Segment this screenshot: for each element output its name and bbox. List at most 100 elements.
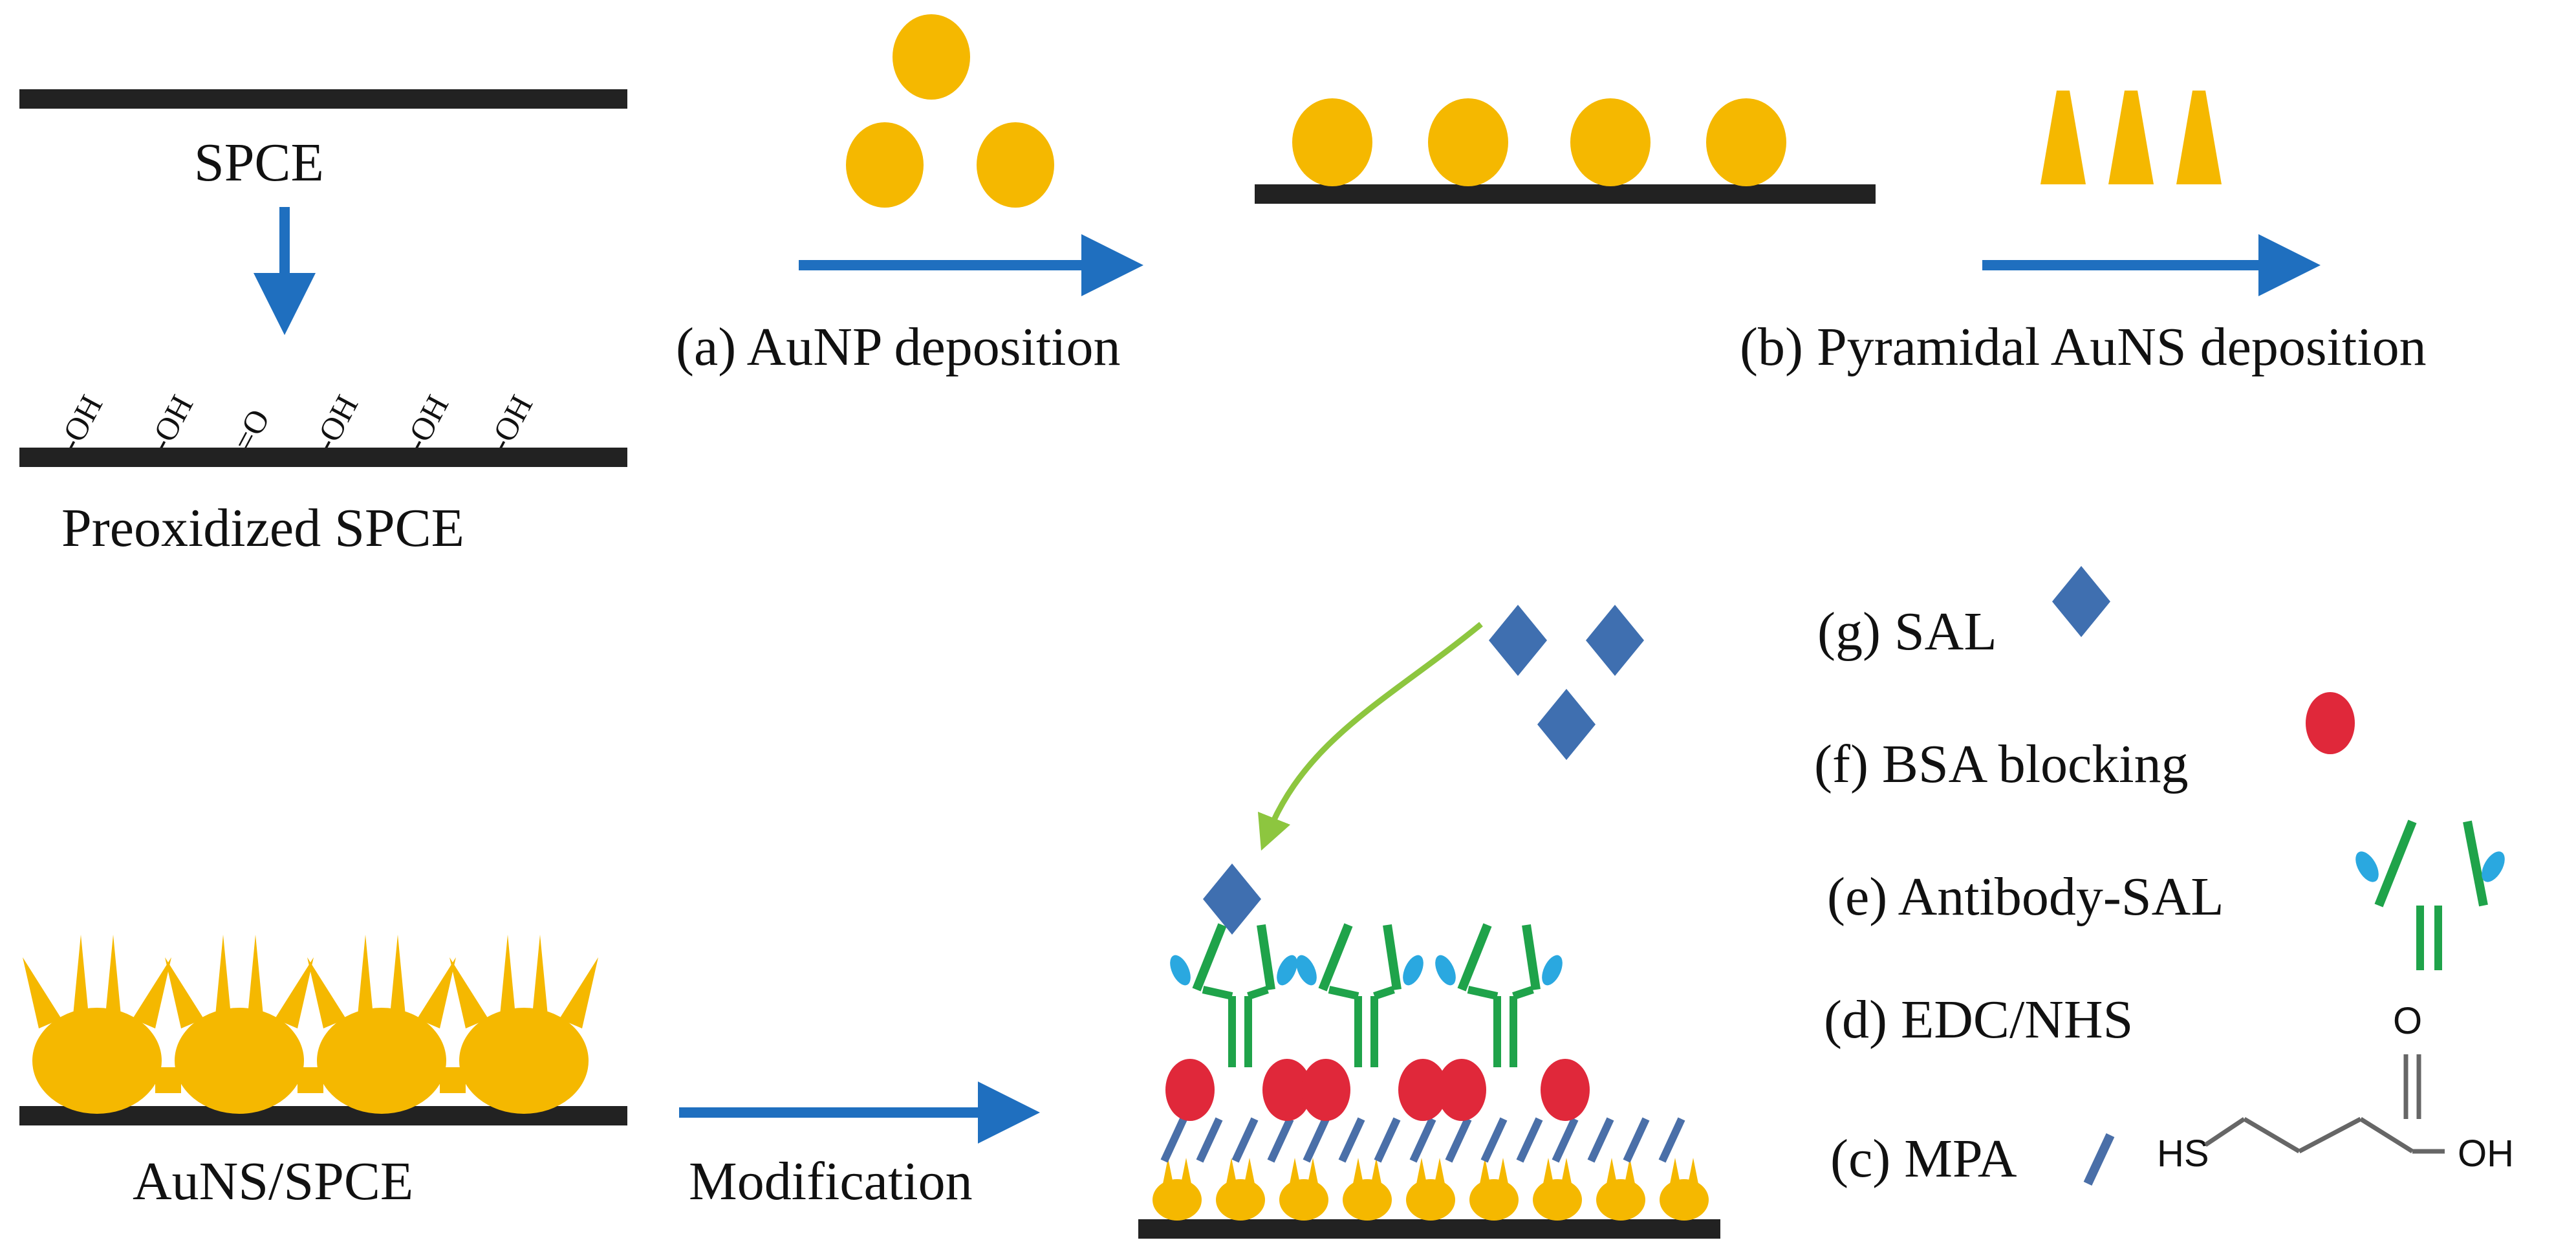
ausns-spike bbox=[499, 935, 516, 1022]
mpa-linker bbox=[1160, 1117, 1187, 1163]
sal-diamond bbox=[1489, 605, 1547, 676]
small-ausns bbox=[1216, 1179, 1265, 1221]
ausns-spike bbox=[105, 935, 122, 1022]
small-ausns bbox=[1660, 1179, 1709, 1221]
antibody-arm bbox=[1383, 924, 1402, 991]
small-ausns-spike bbox=[1498, 1158, 1508, 1184]
sal-diamond bbox=[1537, 689, 1596, 760]
antibody-hinge bbox=[1467, 986, 1499, 1000]
small-ausns-spike bbox=[1561, 1158, 1572, 1184]
mpa-linker bbox=[1623, 1117, 1650, 1163]
aunp-electrode bbox=[1255, 184, 1876, 204]
small-ausns-spike bbox=[1353, 1158, 1363, 1184]
modified-electrode bbox=[1138, 1219, 1720, 1239]
mpa-linker bbox=[1480, 1117, 1508, 1163]
small-ausns bbox=[1533, 1179, 1582, 1221]
bsa-oval bbox=[1437, 1059, 1486, 1121]
small-ausns-spike bbox=[1625, 1158, 1635, 1184]
bsa-oval bbox=[1541, 1059, 1590, 1121]
ausns-spike bbox=[23, 957, 61, 1028]
antibody-hinge bbox=[1202, 986, 1233, 1000]
antibody bbox=[1435, 923, 1563, 1067]
small-ausns-spike bbox=[1416, 1158, 1427, 1184]
bsa-layer bbox=[1165, 1059, 1590, 1121]
aunp-particle bbox=[977, 122, 1054, 208]
modification-label: Modification bbox=[689, 1151, 973, 1211]
small-ausns bbox=[1153, 1179, 1202, 1221]
mpa-linker bbox=[1587, 1117, 1614, 1163]
spce-electrode bbox=[19, 89, 627, 109]
mpa-linker bbox=[1658, 1117, 1685, 1163]
pyramid-ausns bbox=[2176, 91, 2222, 184]
antibody-hinge bbox=[1373, 986, 1395, 1000]
small-ausns-spike bbox=[1434, 1158, 1445, 1184]
legend-d-edc-nhs: (d) EDC/NHS bbox=[1824, 990, 2134, 1050]
bsa-oval bbox=[1165, 1059, 1215, 1121]
mpa-linker bbox=[1303, 1117, 1330, 1163]
binding-arrow bbox=[1257, 622, 1483, 851]
ausns-spike bbox=[389, 935, 406, 1022]
small-ausns bbox=[1406, 1179, 1455, 1221]
mpa-linker bbox=[1374, 1117, 1401, 1163]
antibody-arm bbox=[1318, 923, 1353, 992]
ausns-spike bbox=[559, 957, 598, 1028]
antibody-hinge bbox=[1328, 986, 1359, 1000]
aunp-deposited bbox=[1570, 98, 1651, 186]
ausns-body bbox=[32, 1008, 162, 1114]
mpa-structure-icon bbox=[2204, 1054, 2445, 1154]
aunp-particle bbox=[846, 122, 924, 208]
aunp-deposited bbox=[1706, 98, 1786, 186]
mpa-linker bbox=[1409, 1117, 1436, 1163]
ausns-body bbox=[175, 1008, 304, 1114]
antibody bbox=[1296, 923, 1423, 1067]
ausns-body bbox=[317, 1008, 446, 1114]
ausns-spike bbox=[275, 957, 314, 1028]
small-ausns-spike bbox=[1688, 1158, 1698, 1184]
small-ausns bbox=[1596, 1179, 1645, 1221]
step-a-label: (a) AuNP deposition bbox=[676, 317, 1121, 377]
antibody-fragment bbox=[1170, 955, 1191, 986]
ausns-spike bbox=[357, 935, 374, 1022]
legend-sal-icon bbox=[2052, 566, 2110, 637]
small-ausns-layer bbox=[1153, 1158, 1709, 1221]
antibody-hinge bbox=[1247, 986, 1269, 1000]
mpa-linker bbox=[1445, 1117, 1472, 1163]
legend-mpa-icon bbox=[2083, 1133, 2115, 1186]
mpa-linker bbox=[1516, 1117, 1543, 1163]
mpa-linker bbox=[1231, 1117, 1259, 1163]
small-ausns-spike bbox=[1163, 1158, 1173, 1184]
legend-bsa-icon bbox=[2306, 692, 2355, 754]
antibody-arm bbox=[1457, 923, 1492, 992]
ausns-spike bbox=[417, 957, 456, 1028]
small-ausns-spike bbox=[1308, 1158, 1318, 1184]
small-ausns-spike bbox=[1607, 1158, 1617, 1184]
ausns-spiky bbox=[449, 935, 598, 1114]
bsa-oval bbox=[1301, 1059, 1350, 1121]
ausns-spike bbox=[449, 957, 488, 1028]
mpa-linker bbox=[1338, 1117, 1365, 1163]
mpa-carbonyl-o-label: O bbox=[2393, 1000, 2423, 1042]
mpa-hydroxyl-label: OH bbox=[2458, 1133, 2514, 1175]
legend-c-mpa: (c) MPA bbox=[1830, 1129, 2017, 1189]
antibody-fragment bbox=[1403, 955, 1423, 986]
ausns-spike bbox=[532, 935, 548, 1022]
small-ausns bbox=[1279, 1179, 1328, 1221]
mpa-linker bbox=[1552, 1117, 1579, 1163]
antibody-fragment bbox=[1296, 955, 1317, 986]
mpa-linker bbox=[1196, 1117, 1223, 1163]
legend-antibody-icon bbox=[2355, 820, 2505, 970]
antibody-arm bbox=[1192, 923, 1227, 992]
mpa-thiol-label: HS bbox=[2157, 1133, 2209, 1175]
preoxidized-spce-label: Preoxidized SPCE bbox=[61, 498, 464, 558]
preoxidized-electrode bbox=[19, 448, 627, 467]
small-ausns-spike bbox=[1181, 1158, 1191, 1184]
ausns-spiky bbox=[23, 935, 181, 1114]
legend-f-bsa: (f) BSA blocking bbox=[1814, 734, 2189, 794]
step-b-label: (b) Pyramidal AuNS deposition bbox=[1740, 317, 2427, 377]
ausns-spike bbox=[215, 935, 232, 1022]
small-ausns-spike bbox=[1371, 1158, 1381, 1184]
ausns-body bbox=[459, 1008, 589, 1114]
aunp-deposited bbox=[1292, 98, 1372, 186]
